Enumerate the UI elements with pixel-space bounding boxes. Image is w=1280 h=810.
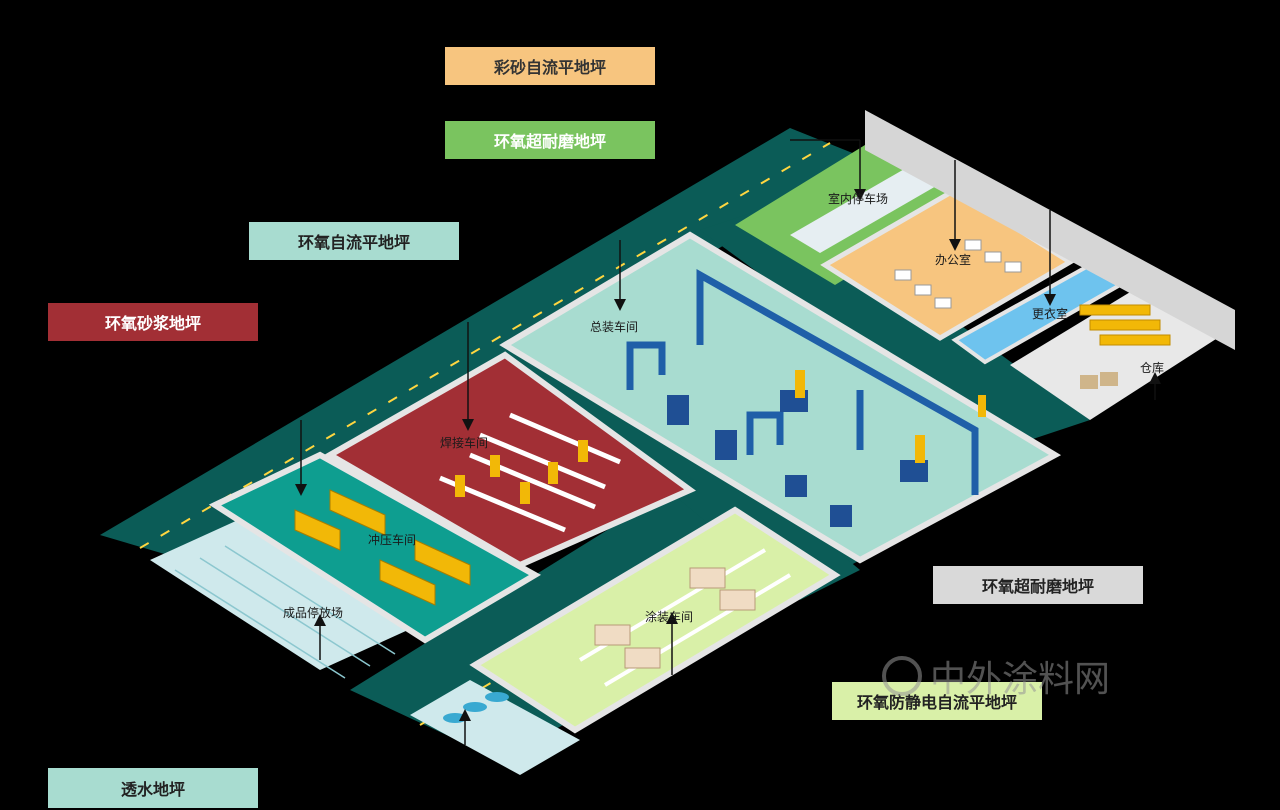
label-office: 办公室: [935, 252, 971, 267]
watermark: 中外涂料网: [882, 650, 1110, 702]
tag-permeable-floor: 透水地坪: [48, 768, 258, 808]
label-finished-parking: 成品停放场: [283, 605, 343, 620]
tag-epoxy-wear-floor-right: 环氧超耐磨地坪: [933, 566, 1143, 604]
bottom-parking-lot: [410, 680, 580, 775]
tag-epoxy-wear-floor: 环氧超耐磨地坪: [445, 121, 655, 159]
label-stamping: 冲压车间: [368, 532, 416, 547]
label-welding: 焊接车间: [440, 435, 488, 450]
label-painting: 涂装车间: [645, 609, 693, 624]
painting-workshop: [469, 506, 841, 734]
watermark-text: 中外涂料网: [930, 659, 1111, 700]
label-warehouse: 仓库: [1140, 360, 1164, 375]
label-locker-room: 更衣室: [1032, 306, 1068, 321]
label-assembly: 总装车间: [590, 319, 638, 334]
tag-epoxy-mortar-floor: 环氧砂浆地坪: [48, 303, 258, 341]
watermark-logo-icon: [882, 656, 922, 696]
tag-color-sand-floor: 彩砂自流平地坪: [445, 47, 655, 85]
label-indoor-parking: 室内停车场: [828, 191, 888, 206]
main-road: [100, 128, 870, 560]
tag-epoxy-self-level-floor: 环氧自流平地坪: [249, 222, 459, 260]
stamping-workshop: [208, 451, 542, 644]
welding-workshop: [323, 351, 696, 569]
finished-parking-lot: [150, 510, 430, 670]
tag-antistatic-floor: 环氧防静电自流平地坪: [832, 682, 1042, 720]
